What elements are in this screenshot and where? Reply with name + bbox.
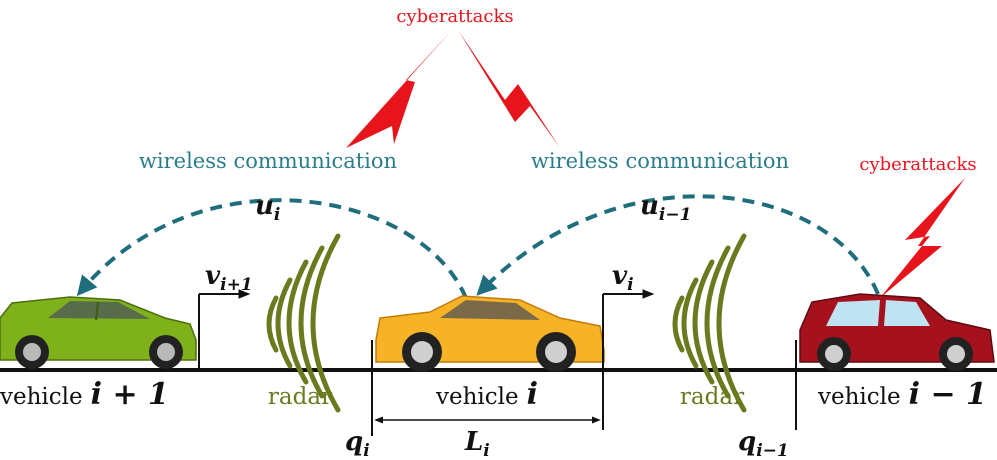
q-i-label: qi <box>345 427 370 460</box>
velocity-arrow-i <box>602 289 655 430</box>
car-icon <box>375 295 605 372</box>
car-icon <box>0 296 197 369</box>
cyberattacks-top-label: cyberattacks <box>396 6 513 27</box>
velocity-arrow-ip1 <box>198 289 251 370</box>
u-i-label: ui <box>255 191 280 225</box>
radar-waves-icon <box>672 233 747 413</box>
q-im1-label: qi−1 <box>738 427 789 460</box>
wireless-left-label: wireless communication <box>139 149 397 173</box>
v-ip1-label: vi+1 <box>205 261 253 295</box>
wireless-arc-left <box>76 198 468 299</box>
v-i-label: vi <box>612 261 634 295</box>
wireless-right-label: wireless communication <box>531 149 789 173</box>
u-im1-label: ui−1 <box>640 191 691 225</box>
car-icon <box>799 293 995 371</box>
radar-right-label: radar <box>680 384 744 410</box>
wireless-arc-right <box>476 194 880 296</box>
lightning-bolt-icon <box>880 178 965 298</box>
radar-waves-icon <box>266 233 341 413</box>
cyberattacks-right-label: cyberattacks <box>859 154 976 175</box>
L-i-label: Li <box>464 427 490 460</box>
lightning-bolt-icon <box>346 30 452 148</box>
radar-left-label: radar <box>268 384 332 410</box>
lightning-bolt-icon <box>458 30 560 148</box>
